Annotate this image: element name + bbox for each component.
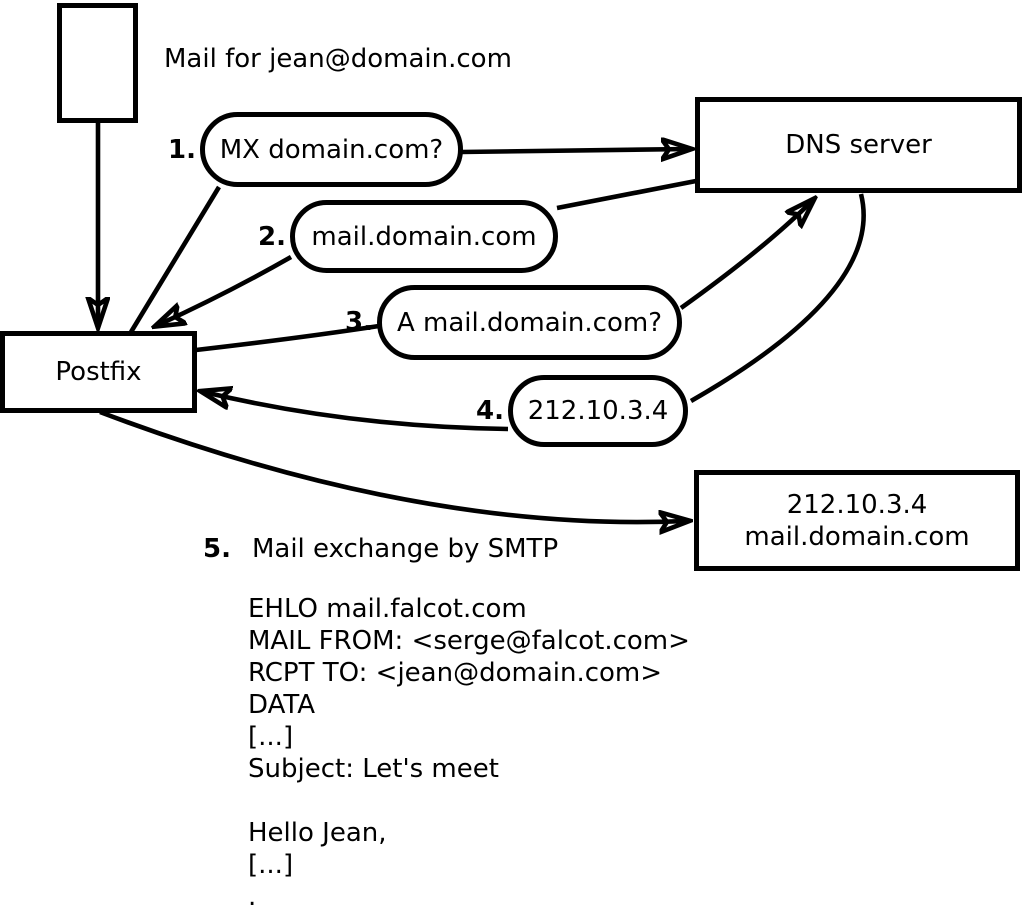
step5-number: 5. (203, 534, 231, 564)
smtp-line: Hello Jean, (248, 818, 387, 848)
dns-server-node: DNS server (695, 97, 1022, 193)
smtp-line: [...] (248, 850, 294, 880)
step3-number: 3. (345, 307, 373, 337)
postfix-node: Postfix (0, 331, 197, 413)
mail-server-ip: 212.10.3.4 (786, 489, 928, 520)
smtp-line: EHLO mail.falcot.com (248, 594, 527, 624)
smtp-line: DATA (248, 690, 315, 720)
line-dns-to-answer2 (556, 178, 697, 211)
postfix-label: Postfix (55, 357, 142, 387)
smtp-line: Subject: Let's meet (248, 754, 499, 784)
step1-query-pill: MX domain.com? (200, 112, 463, 187)
mail-document-node (57, 3, 138, 123)
arrow-query1-to-dns (460, 149, 688, 152)
arrow-query3-to-dns (679, 201, 812, 310)
step1-number: 1. (168, 135, 196, 165)
mail-note: Mail for jean@domain.com (164, 44, 512, 74)
dns-server-label: DNS server (785, 130, 932, 160)
line-postfix-to-query3 (195, 323, 380, 353)
mail-server-hostname: mail.domain.com (744, 521, 970, 552)
smtp-line: RCPT TO: <jean@domain.com> (248, 658, 663, 688)
smtp-line (248, 785, 690, 817)
step2-number: 2. (258, 222, 286, 252)
step4-number: 4. (476, 396, 504, 426)
smtp-line: . (248, 882, 257, 912)
step3-query-label: A mail.domain.com? (397, 307, 662, 338)
step4-answer-label: 212.10.3.4 (527, 396, 669, 426)
step5-label: Mail exchange by SMTP (251, 534, 559, 564)
line-postfix-to-query1 (129, 185, 221, 334)
step5-caption: 5. Mail exchange by SMTP (203, 534, 558, 564)
arrow-answer2-to-postfix (158, 255, 293, 325)
step2-answer-label: mail.domain.com (311, 221, 537, 252)
step2-answer-pill: mail.domain.com (290, 200, 558, 273)
smtp-line: MAIL FROM: <serge@falcot.com> (248, 626, 690, 656)
step4-answer-pill: 212.10.3.4 (508, 375, 688, 447)
step3-query-pill: A mail.domain.com? (377, 285, 682, 360)
step1-query-label: MX domain.com? (219, 134, 444, 165)
smtp-session-transcript: EHLO mail.falcot.com MAIL FROM: <serge@f… (248, 593, 690, 913)
line-dns-to-answer4 (689, 193, 866, 403)
mail-server-node: 212.10.3.4 mail.domain.com (694, 470, 1020, 571)
arrow-postfix-to-mailserver (99, 409, 686, 522)
arrow-answer4-to-postfix (204, 392, 509, 432)
smtp-line: [...] (248, 722, 294, 752)
